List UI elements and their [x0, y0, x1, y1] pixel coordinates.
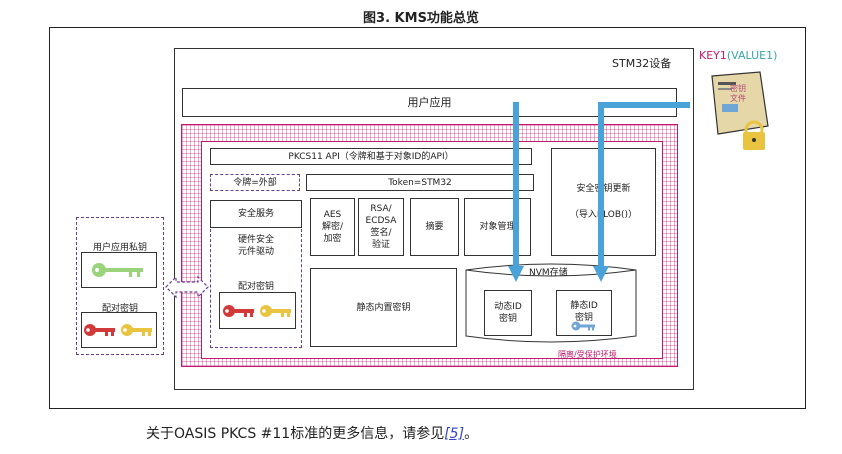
dynamic-id-label: 动态ID 密钥 — [494, 302, 522, 324]
device-label: STM32设备 — [612, 57, 672, 70]
token-stm32-box: Token=STM32 — [306, 174, 534, 191]
token-external-box: 令牌=外部 — [210, 174, 300, 191]
rsa-box: RSA/ ECDSA 签名/ 验证 — [358, 198, 404, 256]
pairing-key-inner-label: 配对密钥 — [237, 282, 274, 292]
hw-driver-box — [210, 229, 302, 348]
object-mgmt-label: 对象管理 — [479, 222, 516, 232]
external-link-arrow — [165, 275, 209, 299]
footer-text: 关于OASIS PKCS #11标准的更多信息，请参见 — [146, 426, 445, 442]
pairing-key-inner-box — [219, 292, 296, 329]
blue-key-icon — [571, 321, 595, 331]
user-app-label: 用户应用 — [407, 95, 452, 109]
key1-label: KEY1(VALUE1) — [699, 49, 777, 62]
aes-box: AES 解密/ 加密 — [310, 198, 355, 256]
pairing-keys-icon — [222, 304, 291, 317]
secure-services-box: 安全服务 — [210, 200, 302, 228]
isolated-env-label: 隔离/受保护环境 — [558, 350, 617, 359]
secure-services-label: 安全服务 — [237, 209, 274, 219]
digest-label: 摘要 — [425, 222, 444, 232]
pkcs11-api-box: PKCS11 API（令牌和基于对象ID的API） — [210, 148, 532, 165]
pkcs11-api-label: PKCS11 API（令牌和基于对象ID的API） — [288, 151, 454, 162]
rsa-label: RSA/ ECDSA 签名/ 验证 — [365, 204, 397, 250]
user-app-private-key-label: 用户应用私钥 — [92, 243, 147, 253]
static-embedded-box: 静态内置密钥 — [310, 268, 457, 347]
reference-link[interactable]: [5] — [444, 426, 465, 442]
footer-end: 。 — [464, 426, 479, 442]
figure-title: 图3. KMS功能总览 — [363, 11, 479, 26]
digest-box: 摘要 — [410, 198, 459, 256]
static-id-label: 静态ID 密钥 — [570, 301, 598, 323]
object-mgmt-box: 对象管理 — [464, 198, 531, 256]
figure-frame — [49, 27, 806, 409]
static-embedded-label: 静态内置密钥 — [356, 302, 411, 313]
token-external-label: 令牌=外部 — [233, 177, 277, 188]
dynamic-id-box: 动态ID 密钥 — [484, 290, 532, 336]
static-id-box: 静态ID 密钥 — [556, 290, 612, 336]
green-key-icon — [92, 263, 143, 277]
token-stm32-label: Token=STM32 — [388, 177, 452, 188]
nvm-label: NVM存储 — [529, 268, 568, 278]
pairing-key-outer-box — [81, 312, 157, 348]
import-arrows — [508, 102, 690, 282]
key-file-label: 密钥 文件 — [730, 84, 746, 103]
key1-prefix: KEY1 — [699, 49, 727, 62]
aes-label: AES 解密/ 加密 — [321, 210, 344, 244]
footer-note: 关于OASIS PKCS #11标准的更多信息，请参见[5]。 — [146, 423, 478, 443]
pairing-keys-outer-icon — [84, 324, 152, 336]
key1-value: (VALUE1) — [726, 49, 778, 62]
user-app-box: 用户应用 — [182, 88, 677, 117]
key-file-icon — [711, 71, 769, 150]
pairing-key-outer-label: 配对密钥 — [101, 304, 138, 314]
hw-driver-label: 硬件安全 元件驱动 — [237, 235, 274, 257]
user-app-private-key-box — [81, 252, 157, 288]
